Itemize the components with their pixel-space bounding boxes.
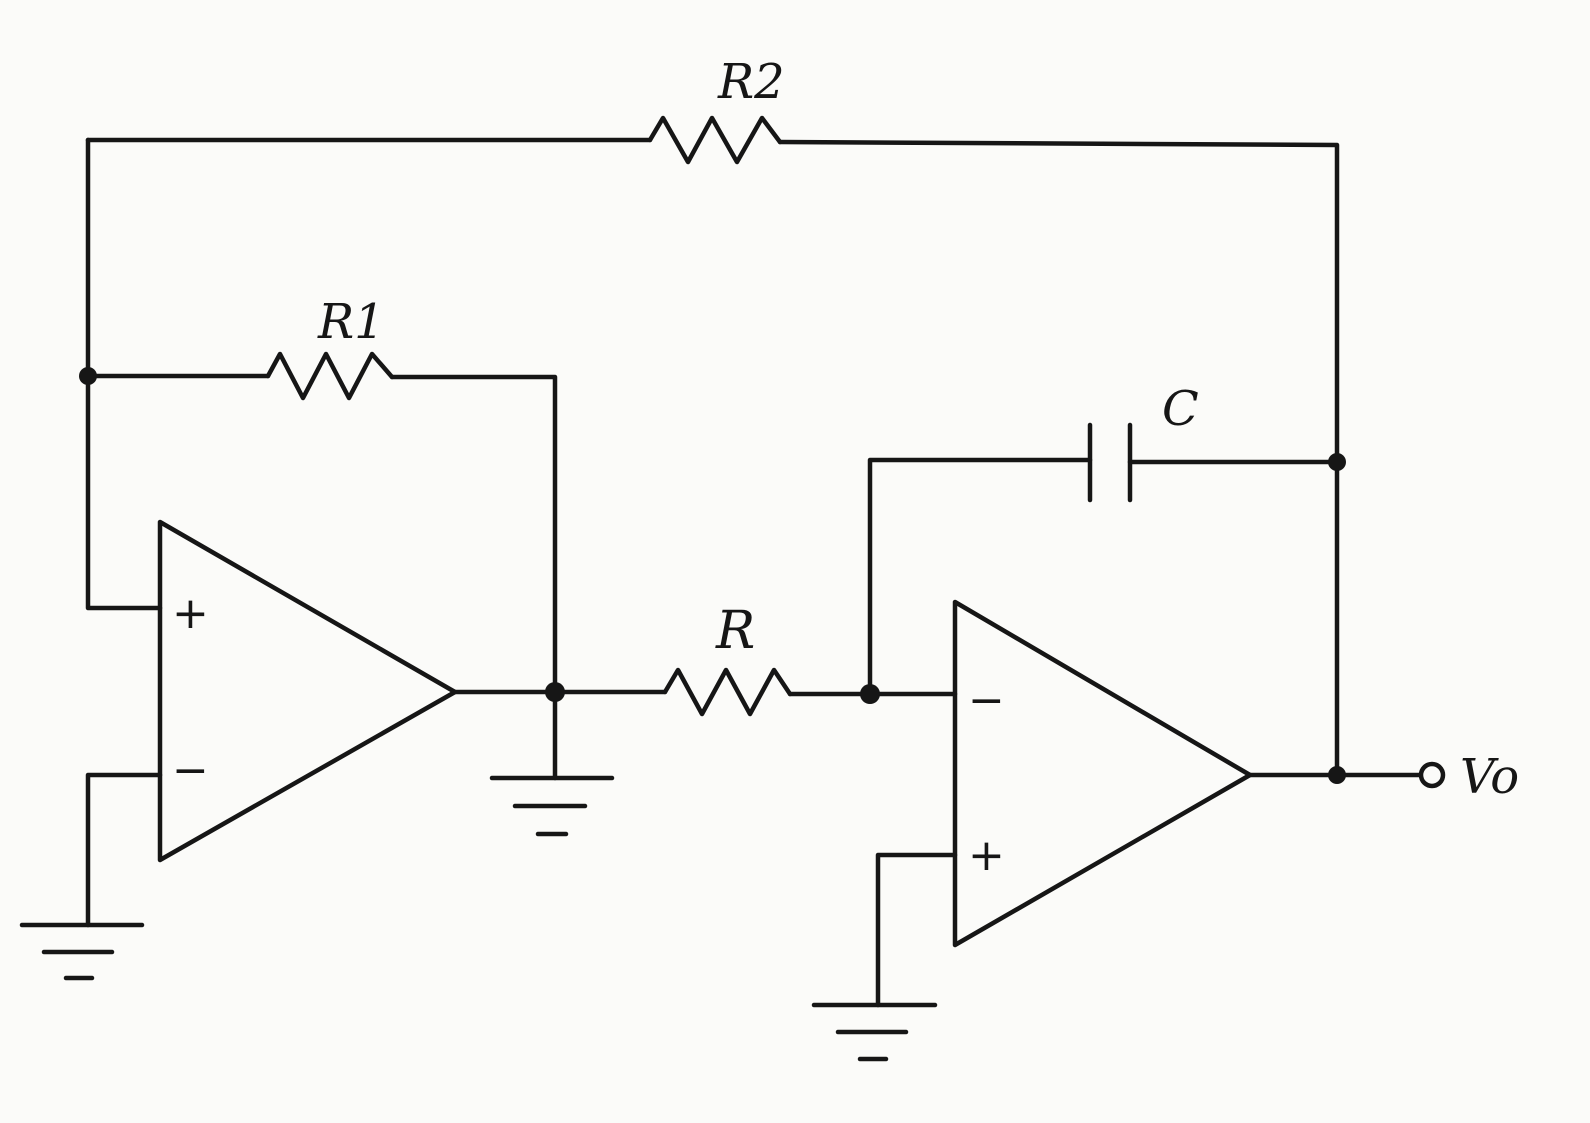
label-vo: Vo: [1460, 749, 1519, 805]
opamp-1-plus-sign: +: [172, 588, 209, 639]
junction-dot: [1328, 453, 1346, 471]
left-feedback-wire: [85, 137, 163, 611]
junction-dot: [860, 684, 880, 704]
ground-symbol-middle: [489, 775, 615, 837]
r1-wire-right: [389, 374, 558, 695]
junction-dot: [1328, 766, 1346, 784]
opamp-2: [952, 599, 1253, 948]
label-c: C: [1162, 381, 1199, 437]
opamp-1-minus-wire: [85, 772, 163, 928]
resistor-r: [662, 667, 793, 717]
ground-symbol-right: [811, 1002, 938, 1062]
label-r: R: [715, 601, 755, 661]
capacitor-left-wire: [867, 457, 1093, 697]
label-r2: R2: [717, 54, 785, 110]
opamp-1: [157, 519, 458, 863]
resistor-r2: [647, 115, 783, 165]
label-r1: R1: [317, 294, 385, 350]
capacitor-c: [1087, 422, 1133, 503]
opamp-2-minus-sign: −: [968, 675, 1005, 726]
r2-feedback-wire: [85, 137, 1340, 461]
opamp-2-plus-wire: [875, 852, 958, 1008]
opamp-2-plus-sign: +: [968, 830, 1005, 881]
opamp-1-minus-sign: −: [172, 745, 209, 796]
junction-dot: [79, 367, 97, 385]
ground-symbol-left: [19, 922, 145, 981]
junction-dot: [545, 682, 565, 702]
resistor-r1: [265, 351, 395, 401]
output-terminal: [1418, 761, 1446, 789]
